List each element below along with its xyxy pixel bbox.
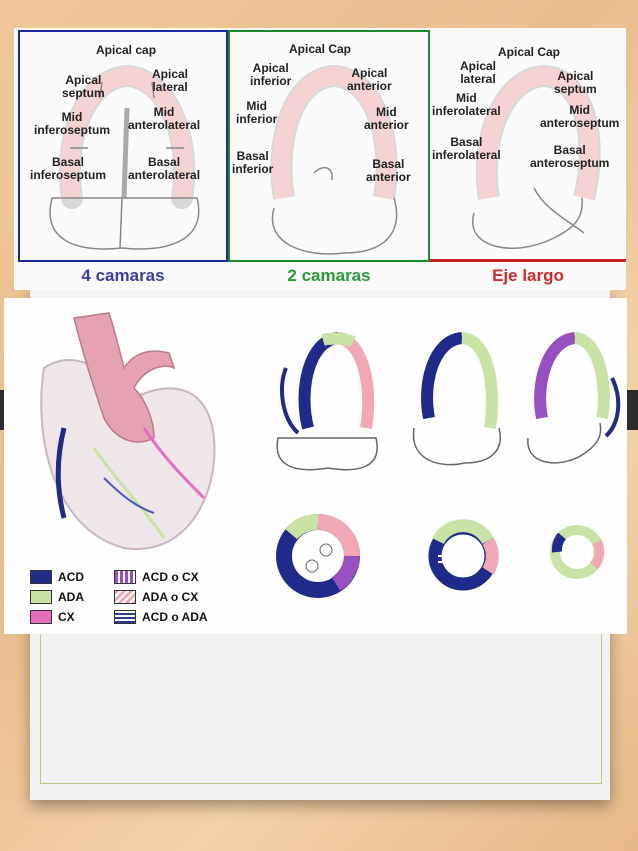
label-el-basal-inferolateral: Basal inferolateral [432,135,501,162]
legend-swatch-ada [30,590,52,604]
label-2c-mid-anterior: Mid anterior [364,105,409,132]
label-el-apical-cap: Apical Cap [498,45,561,59]
view-4-camaras-heart [49,64,200,250]
legend-label-ada-o-cx: ADA o CX [142,590,199,604]
legend-item-acd: ACD [30,570,84,584]
label-el-basal-anteroseptum: Basal anteroseptum [530,143,610,170]
legend-swatch-acd-o-cx [114,570,136,584]
legend-item-ada-o-cx: ADA o CX [114,590,198,604]
caption-eje-largo: Eje largo [492,266,564,285]
label-4c-apical-septum: Apical septum [62,73,105,100]
short-axis-apical [550,525,605,579]
short-axis-mid [428,519,499,591]
view-4-camaras-frame [18,30,228,262]
legend-swatch-cx [30,610,52,624]
label-el-apical-septum: Apical septum [554,69,597,96]
label-2c-basal-anterior: Basal anterior [366,157,411,184]
echo-views-panel: Apical cap Apical septum Apical lateral … [14,28,626,290]
label-2c-basal-inferior: Basal inferior [232,149,274,176]
territory-2-camaras [412,332,501,466]
legend-item-cx: CX [30,610,75,624]
view-eje-largo-heart [471,64,601,249]
label-2c-apical-cap: Apical Cap [289,42,352,56]
label-4c-apical-cap: Apical cap [96,43,157,57]
legend-label-acd-o-ada: ACD o ADA [142,610,208,624]
label-2c-apical-anterior: Apical anterior [347,66,392,93]
view-eje-largo-frame [430,30,626,262]
legend-swatch-ada-o-cx [114,590,136,604]
legend-label-acd-o-cx: ACD o CX [142,570,199,584]
caption-4-camaras: 4 camaras [81,266,165,285]
territory-eje-largo [527,332,621,464]
legend-item-acd-o-ada: ACD o ADA [114,610,208,624]
view-2-camaras-heart [270,64,398,255]
label-2c-apical-inferior: Apical inferior [250,61,292,88]
legend-swatch-acd-o-ada [114,610,136,624]
legend-label-acd: ACD [58,570,84,584]
short-axis-basal [276,514,360,598]
label-4c-mid-inferoseptum: Mid inferoseptum [34,110,111,137]
heart-anatomy-illustration [40,312,216,551]
territory-4-camaras [276,332,378,471]
legend-item-ada: ADA [30,590,84,604]
legend-swatch-acd [30,570,52,584]
label-2c-mid-inferior: Mid inferior [236,99,278,126]
legend-label-cx: CX [58,610,75,624]
coronary-territories-panel: ACD ACD o CX ADA ADA o CX CX ACD o ADA [4,298,627,634]
side-band-right [626,390,638,430]
label-4c-basal-anterolateral: Basal anterolateral [128,155,201,182]
label-4c-apical-lateral: Apical lateral [152,67,189,94]
legend-label-ada: ADA [58,590,84,604]
label-4c-mid-anterolateral: Mid anterolateral [128,105,201,132]
view-2-camaras-frame [228,30,430,262]
label-el-mid-anteroseptum: Mid anteroseptum [540,103,620,130]
label-4c-basal-inferoseptum: Basal inferoseptum [30,155,107,182]
label-el-mid-inferolateral: Mid inferolateral [432,91,501,118]
caption-2-camaras: 2 camaras [287,266,371,285]
legend-item-acd-o-cx: ACD o CX [114,570,199,584]
label-el-apical-lateral: Apical lateral [460,59,497,86]
